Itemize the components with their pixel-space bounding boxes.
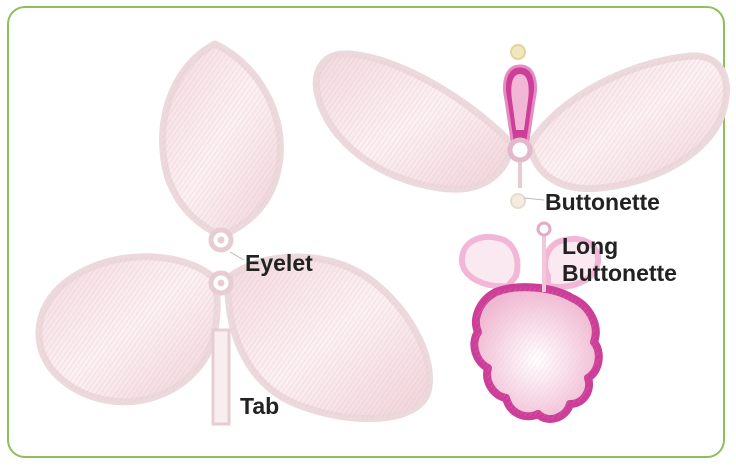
butterfly-shape — [316, 45, 726, 208]
buttonette-label: Buttonette — [545, 188, 660, 216]
eyelet-leader — [230, 252, 244, 260]
buttonette-bead-bottom — [511, 194, 525, 208]
eyelet-label: Eyelet — [245, 249, 313, 277]
long-buttonette-label-line2: Buttonette — [562, 259, 677, 287]
buttonette-leader — [524, 198, 544, 200]
flower-left-petal — [462, 237, 518, 286]
butterfly-eyelet — [510, 140, 530, 160]
long-buttonette-bead — [538, 223, 550, 235]
tab — [213, 330, 229, 424]
tab-label: Tab — [240, 392, 279, 420]
long-buttonette-label-line1: Long — [562, 232, 618, 260]
buttonette-bead-top — [511, 45, 525, 59]
